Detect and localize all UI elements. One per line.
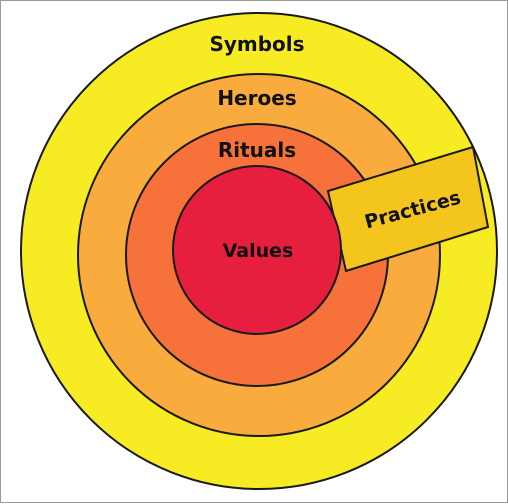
label-values: Values bbox=[223, 240, 294, 262]
label-rituals: Rituals bbox=[218, 138, 296, 162]
label-symbols: Symbols bbox=[209, 32, 304, 56]
label-heroes: Heroes bbox=[217, 86, 296, 110]
layer-values-core bbox=[172, 165, 342, 335]
